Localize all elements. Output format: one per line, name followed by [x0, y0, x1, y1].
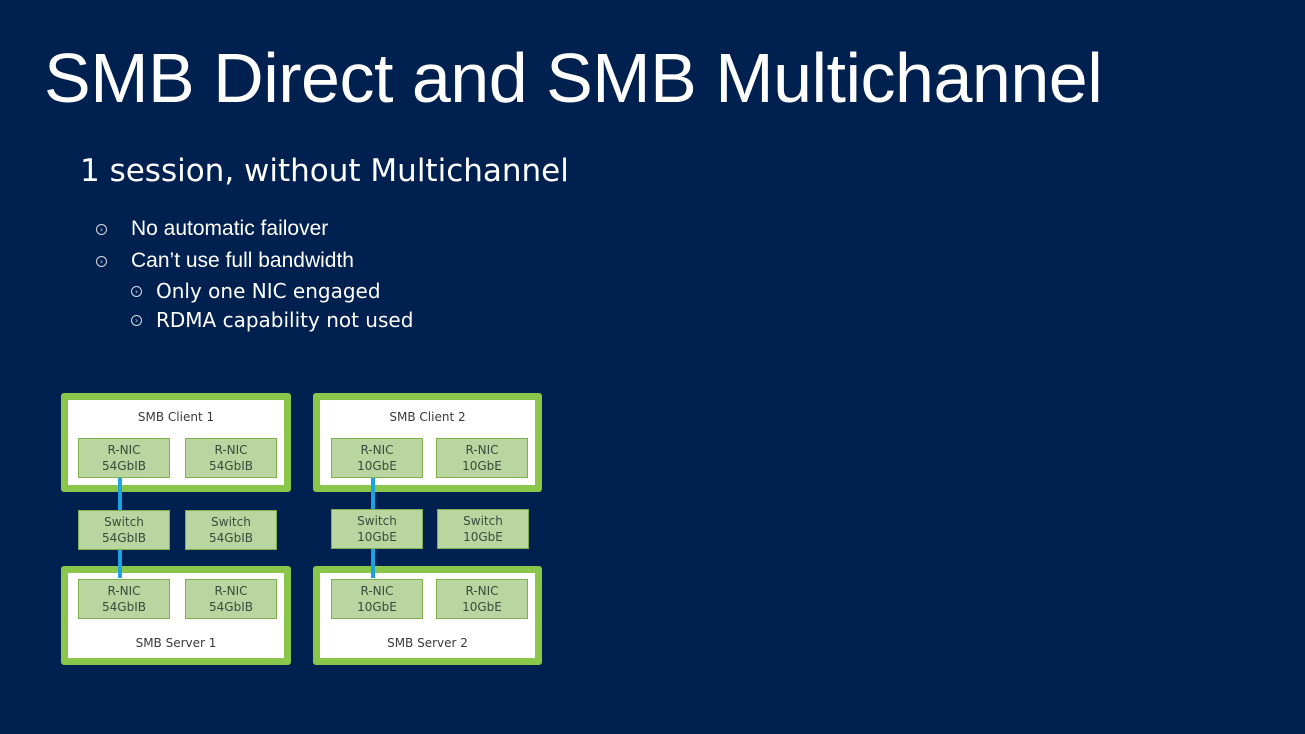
bullet-item: › Can’t use full bandwidth: [96, 249, 354, 273]
chip-line: R-NIC: [214, 584, 248, 598]
switch-chip: Switch 10GbE: [437, 509, 529, 549]
sub-bullet-item: › Only one NIC engaged: [131, 279, 381, 303]
chip-line: R-NIC: [214, 443, 248, 457]
chip-line: 54GbIB: [102, 600, 146, 614]
sub-bullet-text: RDMA capability not used: [156, 308, 414, 332]
bullet-text: Can’t use full bandwidth: [131, 249, 354, 272]
chip-line: 54GbIB: [209, 459, 253, 473]
rnic-chip: R-NIC 54GbIB: [78, 438, 170, 478]
rnic-chip: R-NIC 10GbE: [331, 438, 423, 478]
chip-line: 10GbE: [462, 600, 502, 614]
bullet-item: › No automatic failover: [96, 217, 328, 241]
rnic-chip: R-NIC 10GbE: [436, 438, 528, 478]
chip-line: R-NIC: [360, 584, 394, 598]
slide-subtitle: 1 session, without Multichannel: [80, 153, 569, 189]
chip-line: 10GbE: [462, 459, 502, 473]
chip-line: R-NIC: [107, 443, 141, 457]
bullet-text: No automatic failover: [131, 217, 329, 240]
bullet-arrow-icon: ›: [131, 285, 142, 297]
chip-line: 54GbIB: [209, 600, 253, 614]
switch-chip: Switch 54GbIB: [185, 510, 277, 550]
rnic-chip: R-NIC 10GbE: [331, 579, 423, 619]
chip-line: R-NIC: [465, 584, 499, 598]
rnic-chip: R-NIC 54GbIB: [185, 579, 277, 619]
sub-bullet-item: › RDMA capability not used: [131, 308, 413, 332]
rnic-chip: R-NIC 54GbIB: [78, 579, 170, 619]
smb-client-2-label: SMB Client 2: [389, 410, 466, 424]
slide-title: SMB Direct and SMB Multichannel: [44, 39, 1103, 117]
bullet-arrow-icon: ›: [131, 314, 142, 326]
chip-line: 10GbE: [357, 530, 397, 544]
chip-line: Switch: [463, 514, 503, 528]
bullet-arrow-icon: ›: [96, 255, 107, 267]
chip-line: 10GbE: [463, 530, 503, 544]
rnic-chip: R-NIC 10GbE: [436, 579, 528, 619]
chip-line: Switch: [211, 515, 251, 529]
smb-server-2-label: SMB Server 2: [387, 636, 468, 650]
chip-line: 54GbIB: [102, 531, 146, 545]
chip-line: 54GbIB: [102, 459, 146, 473]
chip-line: R-NIC: [465, 443, 499, 457]
chip-line: 10GbE: [357, 600, 397, 614]
chip-line: 54GbIB: [209, 531, 253, 545]
chip-line: Switch: [357, 514, 397, 528]
chip-line: R-NIC: [107, 584, 141, 598]
rnic-chip: R-NIC 54GbIB: [185, 438, 277, 478]
sub-bullet-text: Only one NIC engaged: [156, 279, 381, 303]
switch-chip: Switch 10GbE: [331, 509, 423, 549]
switch-chip: Switch 54GbIB: [78, 510, 170, 550]
smb-client-1-label: SMB Client 1: [137, 410, 215, 424]
chip-line: 10GbE: [357, 459, 397, 473]
chip-line: R-NIC: [360, 443, 394, 457]
smb-server-1-label: SMB Server 1: [135, 636, 217, 650]
bullet-arrow-icon: ›: [96, 223, 107, 235]
chip-line: Switch: [104, 515, 144, 529]
